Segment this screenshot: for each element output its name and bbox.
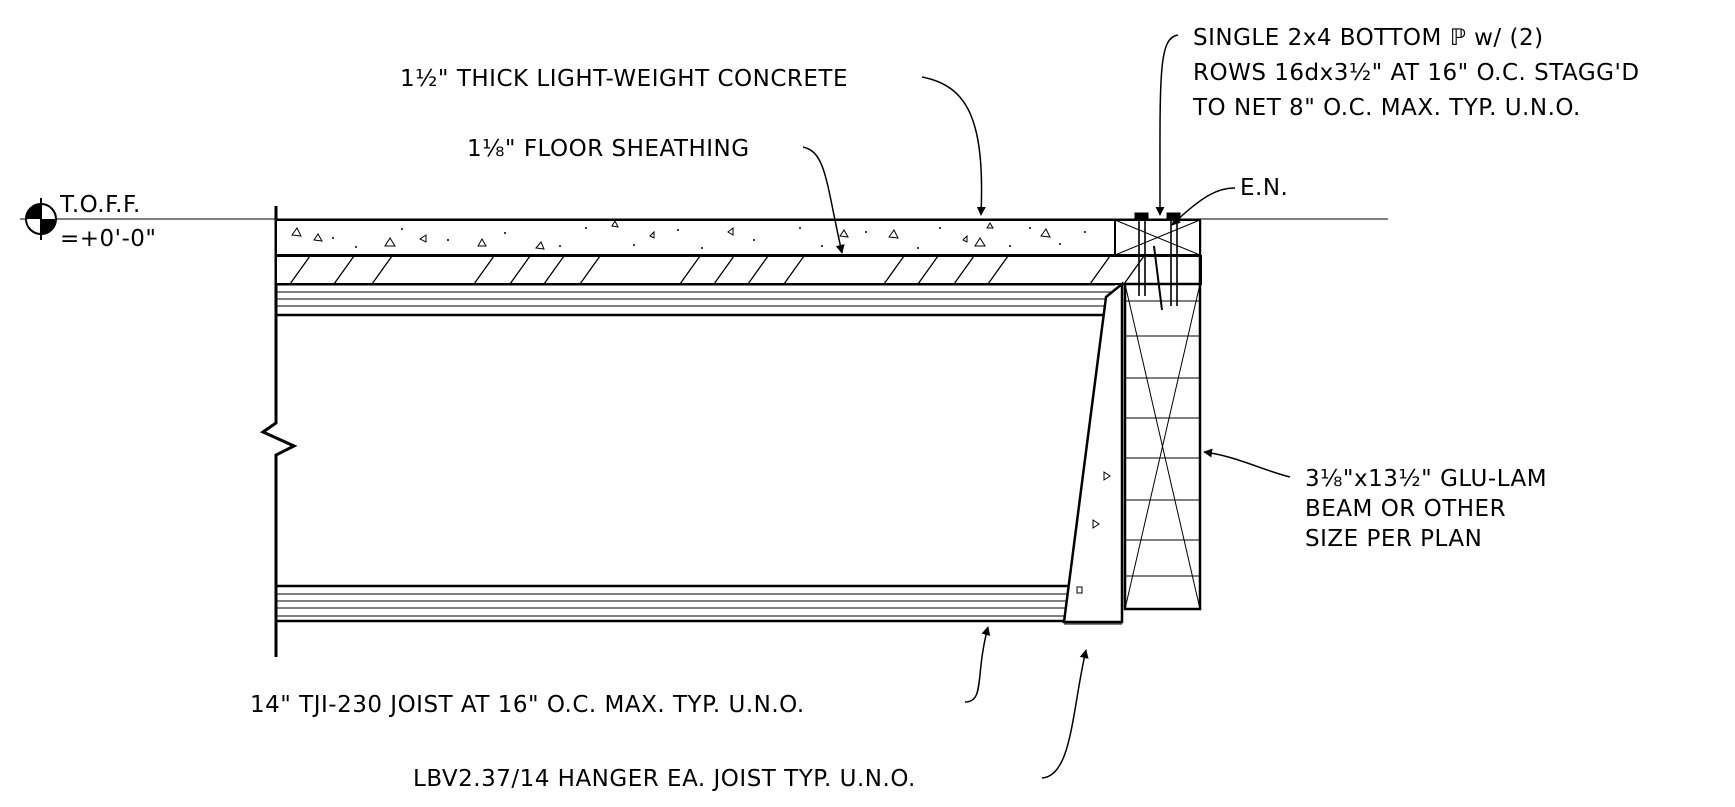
joist-hanger — [1062, 281, 1124, 625]
beam-note: 3⅛"x13½" GLU-LAM BEAM OR OTHER SIZE PER … — [1305, 466, 1547, 552]
joist-note: 14" TJI-230 JOIST AT 16" O.C. MAX. TYP. … — [250, 692, 805, 718]
svg-text:BEAM OR OTHER: BEAM OR OTHER — [1305, 496, 1506, 522]
leader-lines — [802, 34, 1291, 779]
svg-text:SIZE PER PLAN: SIZE PER PLAN — [1305, 526, 1482, 552]
hanger-note: LBV2.37/14 HANGER EA. JOIST TYP. U.N.O. — [413, 766, 916, 792]
sheathing-note: 1⅛" FLOOR SHEATHING — [467, 136, 750, 162]
glulam-beam — [1123, 220, 1202, 611]
joist-top-flange — [276, 284, 1115, 317]
floor-sheathing — [275, 255, 1202, 285]
svg-text:TO NET 8" O.C. MAX. TYP. U.N.O: TO NET 8" O.C. MAX. TYP. U.N.O. — [1192, 95, 1581, 121]
nails — [1134, 212, 1181, 311]
svg-text:SINGLE 2x4 BOTTOM ℙ w/ (2): SINGLE 2x4 BOTTOM ℙ w/ (2) — [1193, 25, 1544, 51]
concrete-note: 1½" THICK LIGHT-WEIGHT CONCRETE — [400, 66, 848, 92]
elevation-label: T.O.F.F. — [59, 192, 141, 218]
elevation-marker-icon — [25, 198, 57, 240]
elevation-value: =+0'-0" — [60, 226, 157, 252]
bottom-plate-note: SINGLE 2x4 BOTTOM ℙ w/ (2) ROWS 16dx3½" … — [1192, 25, 1640, 121]
svg-text:ROWS 16dx3½" AT 16" O.C. STAGG: ROWS 16dx3½" AT 16" O.C. STAGG'D — [1193, 60, 1640, 86]
wall-break-line — [259, 206, 298, 657]
concrete-topping — [275, 219, 1116, 256]
edge-nailing-note: E.N. — [1240, 175, 1288, 201]
svg-text:3⅛"x13½" GLU-LAM: 3⅛"x13½" GLU-LAM — [1305, 466, 1547, 492]
bottom-plate-2x4 — [1114, 219, 1201, 256]
joist-bottom-flange — [276, 584, 1072, 623]
